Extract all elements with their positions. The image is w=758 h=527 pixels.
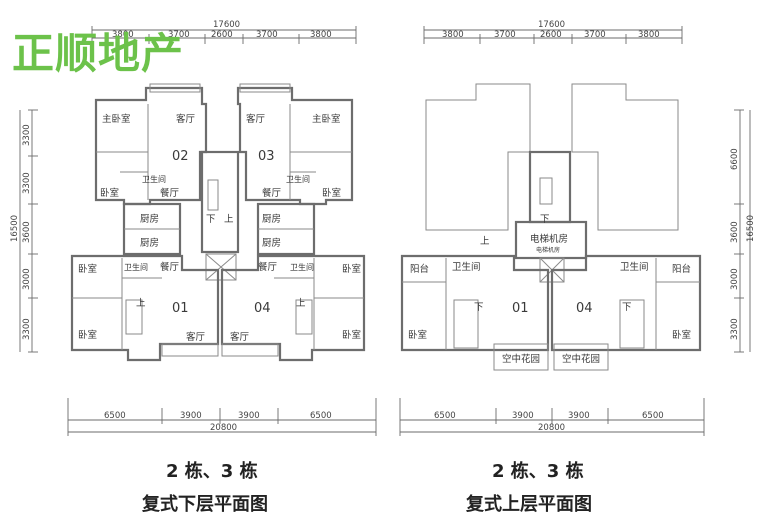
- lower-room-dining-d: 餐厅: [258, 261, 278, 273]
- lower-depth-seg-2: 3300: [22, 172, 32, 194]
- lower-room-bath-b: 卫生间: [286, 174, 310, 184]
- lower-room-labels: 主卧室 客厅 客厅 主卧室 02 03 卫生间 卫生间 卧室 餐厅 餐厅 卧室 …: [78, 113, 361, 343]
- lower-bottom-seg-1: 6500: [104, 411, 126, 421]
- lower-room-bath-c: 卫生间: [124, 262, 148, 272]
- upper-caption-title: 复式上层平面图: [465, 493, 592, 515]
- upper-room-elevator-small: 电梯机房: [536, 246, 560, 254]
- lower-caption-building: 2 栋、3 栋: [166, 460, 258, 482]
- upper-depth-seg-4: 3300: [730, 318, 740, 340]
- lower-room-dining-a: 餐厅: [160, 187, 180, 199]
- lower-unit-02: 02: [172, 149, 189, 164]
- upper-walls: [400, 83, 702, 371]
- lower-depth-seg-4: 3000: [22, 268, 32, 290]
- lower-top-seg-4: 3700: [256, 30, 278, 40]
- lower-stair-up-b: 上: [136, 298, 146, 309]
- lower-top-seg-3: 2600: [211, 30, 233, 40]
- upper-top-seg-3: 2600: [540, 30, 562, 40]
- watermark-logo: 正顺地产: [12, 29, 184, 78]
- lower-walls: [70, 83, 366, 362]
- upper-depth-seg-3: 3000: [730, 268, 740, 290]
- upper-floor-plan: 17600 3800 3700 2600 3700 3800 6600 3600…: [399, 20, 756, 515]
- lower-depth-seg-3: 3600: [22, 221, 32, 243]
- upper-room-bedroom-b: 卧室: [672, 329, 691, 341]
- lower-depth-total: 16500: [10, 215, 20, 242]
- lower-stair-up-a: 上: [224, 214, 234, 225]
- lower-room-living-b: 客厅: [246, 113, 266, 125]
- upper-total-width-top: 17600: [538, 20, 565, 30]
- lower-room-master-bedroom-a: 主卧室: [102, 113, 131, 125]
- upper-top-seg-4: 3700: [584, 30, 606, 40]
- lower-room-kitchen-c: 厨房: [140, 237, 159, 249]
- upper-stair-down-c: 下: [622, 302, 632, 313]
- upper-bottom-seg-4: 6500: [642, 411, 664, 421]
- lower-top-seg-5: 3800: [310, 30, 332, 40]
- upper-top-seg-5: 3800: [638, 30, 660, 40]
- upper-depth-seg-2: 3600: [730, 221, 740, 243]
- upper-right-dimensions: 6600 3600 3000 3300 16500: [730, 109, 756, 353]
- lower-top-seg-2: 3700: [168, 30, 190, 40]
- upper-bottom-dimensions: 6500 3900 3900 6500 20800: [399, 398, 705, 436]
- lower-depth-seg-5: 3300: [22, 318, 32, 340]
- upper-room-sky-garden-a: 空中花园: [502, 353, 540, 365]
- lower-room-bath-a: 卫生间: [142, 174, 166, 184]
- lower-room-bedroom-e: 卧室: [78, 329, 97, 341]
- upper-top-seg-2: 3700: [494, 30, 516, 40]
- upper-room-sky-garden-b: 空中花园: [562, 353, 600, 365]
- upper-room-balcony-a: 阳台: [410, 263, 429, 275]
- lower-top-dimensions: 17600 3800 3700 2600 3700 3800: [91, 20, 357, 44]
- upper-depth-seg-1: 6600: [730, 148, 740, 170]
- lower-room-living-c: 客厅: [186, 331, 206, 343]
- upper-room-bedroom-a: 卧室: [408, 329, 427, 341]
- upper-caption-building: 2 栋、3 栋: [492, 460, 584, 482]
- lower-unit-04: 04: [254, 301, 271, 316]
- lower-top-seg-1: 3800: [112, 30, 134, 40]
- lower-room-bedroom-d: 卧室: [342, 263, 361, 275]
- lower-room-bedroom-b: 卧室: [322, 187, 341, 199]
- lower-room-kitchen-b: 厨房: [262, 213, 281, 225]
- lower-bottom-seg-4: 6500: [310, 411, 332, 421]
- lower-room-master-bedroom-b: 主卧室: [312, 113, 341, 125]
- upper-stair-up: 上: [480, 236, 490, 247]
- lower-room-dining-c: 餐厅: [160, 261, 180, 273]
- upper-bottom-seg-1: 6500: [434, 411, 456, 421]
- upper-top-seg-1: 3800: [442, 30, 464, 40]
- lower-room-bedroom-f: 卧室: [342, 329, 361, 341]
- lower-bottom-dimensions: 6500 3900 3900 6500 20800: [67, 398, 377, 436]
- upper-stair-down-a: 下: [540, 214, 550, 225]
- lower-floor-plan: 17600 3800 3700 2600 3700 3800 16500 330…: [10, 20, 377, 515]
- lower-bottom-seg-2: 3900: [180, 411, 202, 421]
- lower-stair-down: 下: [206, 214, 216, 225]
- lower-caption-title: 复式下层平面图: [141, 493, 268, 515]
- upper-unit-01: 01: [512, 301, 529, 316]
- lower-room-kitchen-d: 厨房: [262, 237, 281, 249]
- lower-room-bath-d: 卫生间: [290, 262, 314, 272]
- lower-room-living-d: 客厅: [230, 331, 250, 343]
- lower-room-dining-b: 餐厅: [262, 187, 282, 199]
- upper-bottom-seg-3: 3900: [568, 411, 590, 421]
- upper-top-dimensions: 17600 3800 3700 2600 3700 3800: [423, 20, 683, 44]
- lower-room-living-a: 客厅: [176, 113, 196, 125]
- lower-bottom-seg-3: 3900: [238, 411, 260, 421]
- upper-room-balcony-b: 阳台: [672, 263, 691, 275]
- upper-room-bath-a: 卫生间: [452, 261, 481, 273]
- upper-bottom-seg-2: 3900: [512, 411, 534, 421]
- lower-unit-03: 03: [258, 149, 275, 164]
- lower-depth-seg-1: 3300: [22, 124, 32, 146]
- upper-depth-total: 16500: [746, 215, 756, 242]
- upper-room-labels: 下 上 电梯机房 电梯机房 阳台 卫生间 卫生间 阳台 下 下 01 04 卧室…: [408, 214, 691, 365]
- lower-unit-01: 01: [172, 301, 189, 316]
- upper-unit-04: 04: [576, 301, 593, 316]
- lower-stair-up-c: 上: [296, 298, 306, 309]
- lower-room-kitchen-a: 厨房: [140, 213, 159, 225]
- upper-stair-down-b: 下: [474, 302, 484, 313]
- upper-total-width-bottom: 20800: [538, 423, 565, 433]
- lower-room-bedroom-c: 卧室: [78, 263, 97, 275]
- lower-total-width-top: 17600: [213, 20, 240, 30]
- lower-total-width-bottom: 20800: [210, 423, 237, 433]
- upper-room-elevator: 电梯机房: [530, 233, 568, 245]
- upper-room-bath-b: 卫生间: [620, 261, 649, 273]
- lower-left-dimensions: 16500 3300 3300 3600 3000 3300: [10, 109, 38, 353]
- lower-room-bedroom-a: 卧室: [100, 187, 119, 199]
